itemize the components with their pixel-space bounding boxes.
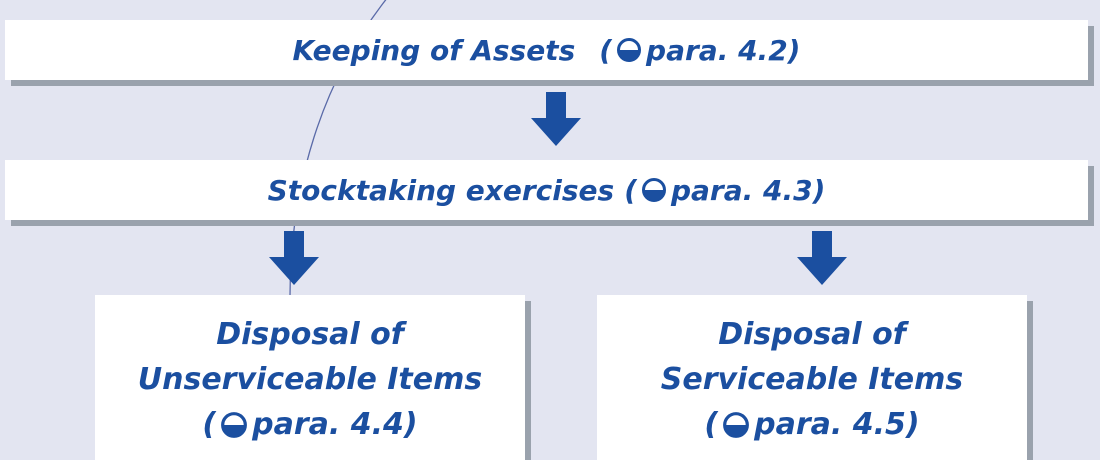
- keeping-of-assets-label: Keeping of Assets ( para. 4.2): [293, 34, 801, 67]
- serviceable-ref-text: para. 4.5): [754, 407, 920, 442]
- stocktaking-title: Stocktaking exercises: [267, 173, 615, 207]
- half-filled-circle-icon: [221, 411, 248, 438]
- unserviceable-line-2: Unserviceable Items: [137, 362, 483, 397]
- half-filled-circle-icon: [617, 38, 642, 62]
- keeping-ref-open: (: [599, 33, 613, 67]
- serviceable-line-2: Serviceable Items: [660, 362, 964, 397]
- disposal-unserviceable-box: Disposal of Unserviceable Items ( para. …: [95, 295, 525, 460]
- stocktaking-ref-text: para. 4.3): [670, 173, 826, 207]
- serviceable-line-1: Disposal of: [718, 317, 906, 352]
- unserviceable-ref-text: para. 4.4): [252, 407, 418, 442]
- serviceable-ref-open: (: [704, 407, 719, 442]
- half-filled-circle-icon: [723, 411, 750, 438]
- keeping-title: Keeping of Assets: [292, 33, 576, 67]
- down-arrow-icon: [269, 231, 319, 285]
- down-arrow-icon: [797, 231, 847, 285]
- stocktaking-label: Stocktaking exercises ( para. 4.3): [268, 174, 826, 207]
- unserviceable-ref: ( para. 4.4): [202, 402, 417, 447]
- unserviceable-line-1: Disposal of: [216, 317, 404, 352]
- unserviceable-ref-open: (: [202, 407, 217, 442]
- down-arrow-icon: [531, 92, 581, 146]
- keeping-of-assets-box: Keeping of Assets ( para. 4.2): [5, 20, 1088, 80]
- serviceable-ref: ( para. 4.5): [704, 402, 919, 447]
- stocktaking-exercises-box: Stocktaking exercises ( para. 4.3): [5, 160, 1088, 220]
- stocktaking-ref-open: (: [624, 173, 637, 207]
- disposal-serviceable-box: Disposal of Serviceable Items ( para. 4.…: [597, 295, 1027, 460]
- half-filled-circle-icon: [641, 178, 666, 202]
- keeping-ref-text: para. 4.2): [646, 33, 801, 67]
